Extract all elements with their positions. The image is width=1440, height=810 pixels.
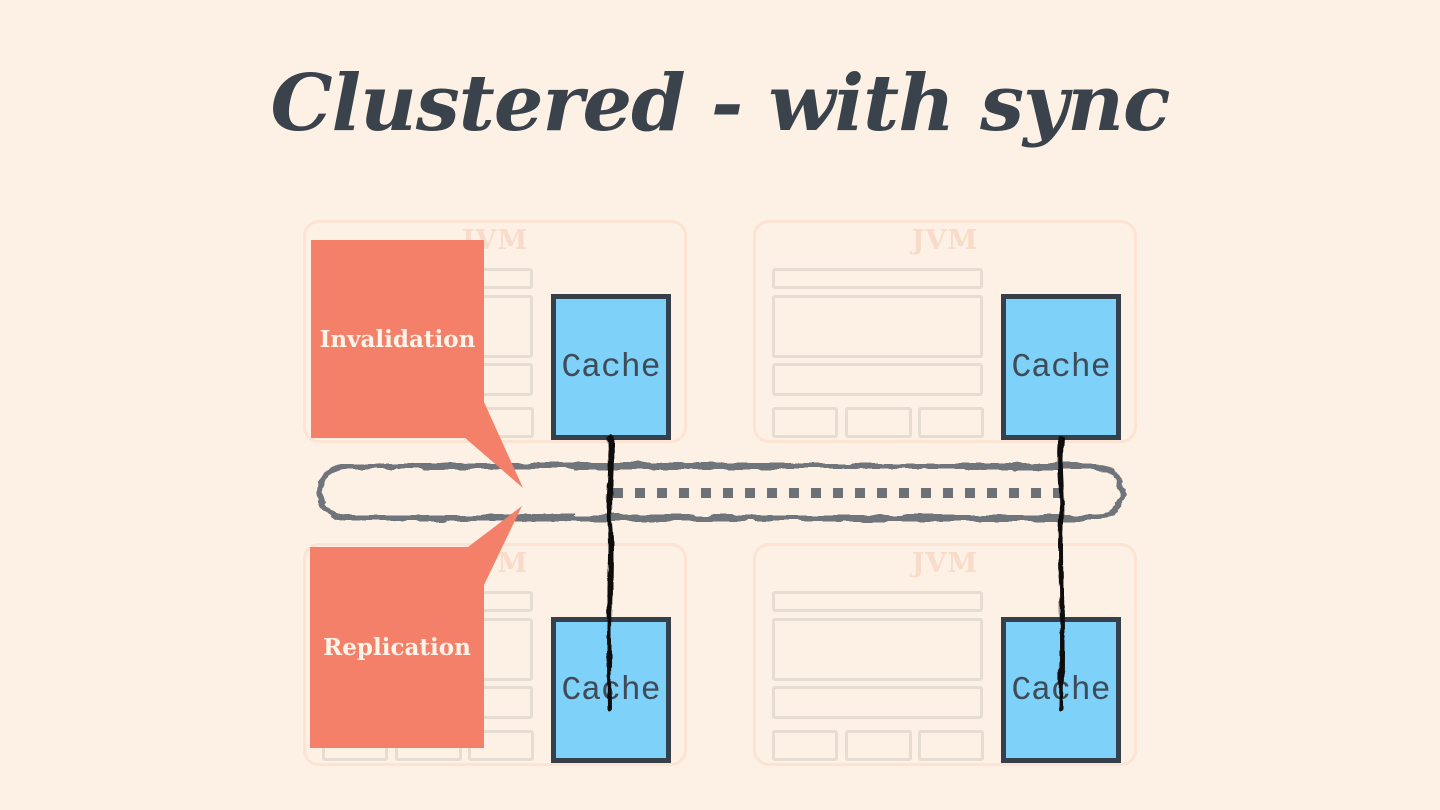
wireframe-bar-medium (772, 363, 983, 396)
wireframe-box-small (845, 407, 912, 438)
callout-replication-label: Replication (323, 634, 471, 661)
callout-invalidation: Invalidation (311, 240, 484, 438)
wireframe-panel-large (772, 295, 983, 358)
wireframe-bar-medium (772, 686, 983, 719)
sync-bus-pipe (317, 463, 1125, 521)
slide-title: Clustered - with sync (270, 58, 1170, 149)
jvm-box-top-right: JVM Cache (753, 220, 1137, 443)
wireframe-box-small (845, 730, 912, 761)
wireframe-box-small (772, 407, 838, 438)
wireframe-panel-large (772, 618, 983, 681)
cache-label: Cache (1011, 348, 1111, 386)
wireframe-bar-thin (772, 268, 983, 289)
wireframe-bar-thin (772, 591, 983, 612)
cache-label: Cache (1011, 671, 1111, 709)
wireframe-box-small (772, 730, 838, 761)
cache-box-bottom-right: Cache (1001, 617, 1121, 763)
cache-box-top-left: Cache (551, 294, 671, 440)
jvm-label: JVM (911, 548, 979, 579)
wireframe-box-small (918, 730, 984, 761)
jvm-box-bottom-right: JVM Cache (753, 543, 1137, 766)
cache-box-bottom-left: Cache (551, 617, 671, 763)
cache-label: Cache (561, 348, 661, 386)
wireframe-box-small (918, 407, 984, 438)
callout-replication: Replication (310, 547, 484, 748)
cache-box-top-right: Cache (1001, 294, 1121, 440)
callout-invalidation-label: Invalidation (319, 325, 476, 353)
cache-label: Cache (561, 671, 661, 709)
jvm-label: JVM (911, 225, 979, 256)
